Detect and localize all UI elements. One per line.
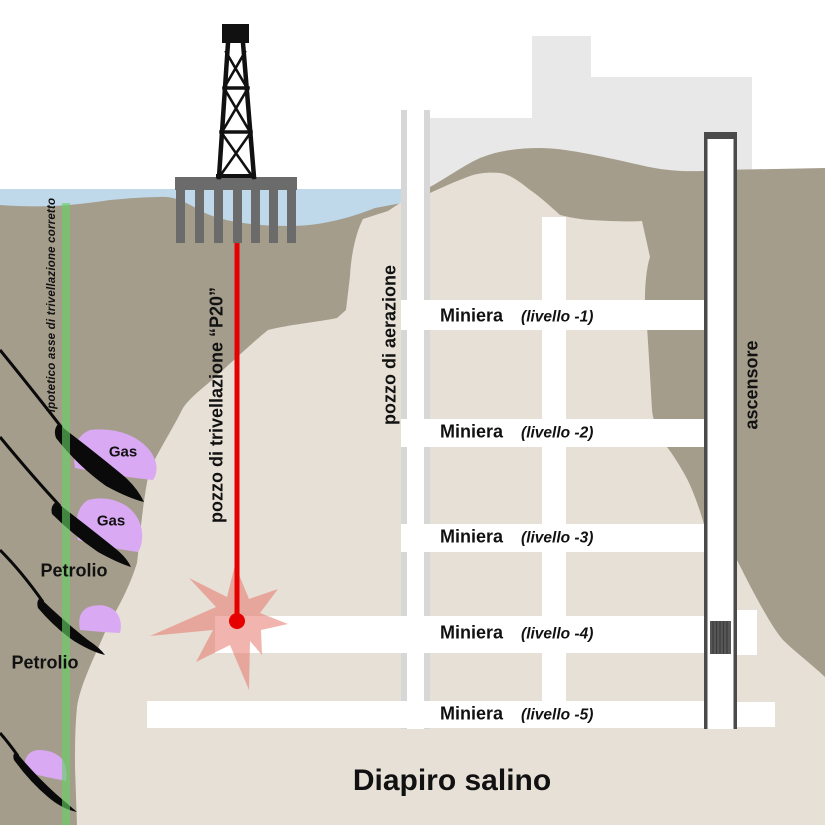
mine-level-5-depth: (livello -5) — [521, 706, 594, 724]
oil-label-2: Petrolio — [11, 652, 79, 673]
mine-level-1-name: Miniera — [440, 305, 504, 326]
mine-level-1-depth: (livello -1) — [521, 308, 594, 326]
stratum-wedge-3 — [37, 598, 106, 655]
stratum-line-3 — [0, 548, 45, 603]
elevator-top-cap — [704, 132, 737, 139]
elevator-car — [710, 621, 731, 654]
explosion-star — [150, 565, 288, 690]
tunnel-level-1 — [401, 300, 707, 330]
mine-level-3-depth: (livello -3) — [521, 529, 594, 547]
mine-level-4-depth: (livello -4) — [521, 625, 594, 643]
oil-pocket-2 — [24, 750, 67, 781]
tunnel-level-4 — [215, 616, 707, 653]
mine-tunnels — [147, 300, 775, 728]
gas-label-1: Gas — [108, 443, 138, 461]
strata-group — [0, 349, 157, 812]
drill-breakthrough-point — [229, 613, 245, 629]
drill-line — [234, 178, 240, 621]
mine-level-3-row: Miniera (livello -3) — [440, 527, 593, 548]
oil-pocket-1 — [79, 605, 121, 633]
salt-dome — [75, 172, 825, 825]
stratum-line-1 — [0, 349, 64, 429]
correct-axis-label: ipotetico asse di trivellazione corretto — [46, 197, 58, 413]
mine-level-5-row: Miniera (livello -5) — [440, 704, 593, 725]
stratum-line-2 — [0, 436, 62, 508]
stratum-wedge-2 — [51, 502, 131, 567]
mine-level-2-row: Miniera (livello -2) — [440, 422, 593, 443]
tunnel-level-4-right — [737, 610, 757, 655]
gas-label-2: Gas — [96, 512, 126, 530]
derrick-tower — [216, 24, 257, 180]
elevator-left-wall — [704, 132, 708, 729]
tunnel-level-3 — [401, 524, 707, 552]
correct-axis-line — [62, 203, 70, 825]
stratum-wedge-1 — [54, 424, 144, 502]
derrick-crown-block — [222, 24, 249, 43]
mine-level-4-name: Miniera — [440, 622, 504, 643]
diagram-title: Diapiro salino — [352, 764, 552, 797]
mine-level-1-row: Miniera (livello -1) — [440, 306, 593, 327]
elevator-shaft-graphic — [704, 132, 737, 729]
mine-level-3-name: Miniera — [440, 526, 504, 547]
tunnel-level-5 — [147, 701, 707, 728]
vent-shaft-label: pozzo di aerazione — [379, 264, 400, 426]
drill-line-group — [229, 178, 245, 629]
tunnel-level-5-right — [737, 702, 775, 727]
oil-label-1: Petrolio — [40, 560, 108, 581]
drill-platform — [175, 177, 297, 243]
elevator-right-wall — [733, 132, 737, 729]
drill-well-label: pozzo di trivellazione “P20” — [206, 286, 227, 524]
mine-level-2-depth: (livello -2) — [521, 424, 594, 442]
mine-level-4-row: Miniera (livello -4) — [440, 623, 593, 644]
mine-level-2-name: Miniera — [440, 421, 504, 442]
tunnel-level-2 — [401, 419, 707, 447]
stratum-wedge-4 — [13, 752, 78, 812]
mine-level-5-name: Miniera — [440, 703, 504, 724]
elevator-label: ascensore — [741, 340, 762, 430]
platform-deck — [175, 177, 297, 190]
